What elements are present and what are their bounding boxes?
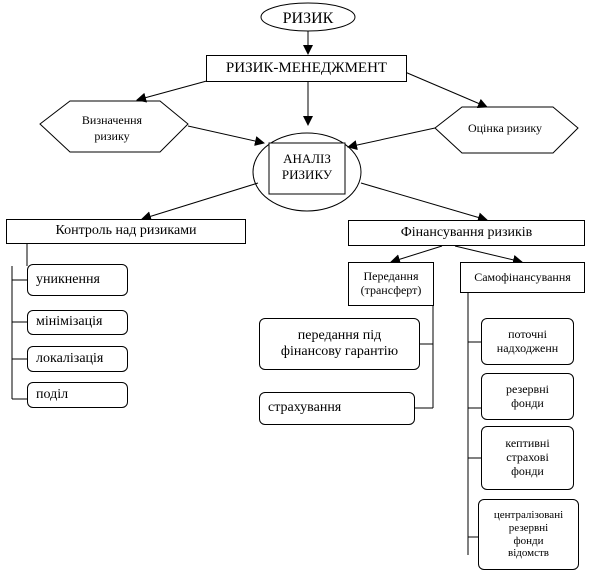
transfer-item-line: страхування [268, 400, 342, 416]
risk-assessment-hexagon [434, 106, 579, 154]
control-method-minimization: мінімізація [27, 310, 128, 335]
transfer-item-line: передання під [297, 327, 382, 343]
risk-label: РИЗИК [283, 10, 334, 27]
risk-management-box: РИЗИК-МЕНЕДЖМЕНТ [206, 55, 407, 82]
risk-identification-label-line2: ризику [94, 129, 129, 143]
self-financing-item-line: централізовані [493, 509, 564, 522]
self-financing-item-line: фонди [511, 463, 544, 478]
transfer-title-line2: (трансферт) [360, 283, 422, 297]
risk-identification-hexagon [39, 100, 189, 153]
arrow-management-to-assessment [404, 71, 488, 109]
self-financing-item-line: надходженн [496, 340, 559, 355]
control-method-label: поділ [36, 386, 69, 402]
self-financing-item-line: відомств [508, 547, 549, 560]
risk-assessment-label: Оцінка ризику [468, 121, 542, 135]
transfer-item-line: фінансову гарантію [280, 344, 399, 359]
self-financing-item-line: фонди [513, 534, 544, 547]
control-method-localization: локалізація [27, 346, 128, 372]
self-financing-item-centralized-funds: централізовані резервні фонди відомств [478, 499, 579, 570]
risk-analysis-label-line2: РИЗИКУ [282, 167, 333, 182]
control-method-avoidance: уникнення [27, 264, 128, 296]
risk-financing-label: Фінансування ризиків [400, 224, 533, 240]
transfer-item-guarantee: передання під фінансову гарантію [259, 318, 420, 370]
self-financing-item-line: резервні [506, 381, 549, 396]
self-financing-item-line: кептивні [505, 436, 550, 451]
self-financing-item-captive-funds: кептивні страхові фонди [481, 426, 574, 490]
self-financing-title: Самофінансування [474, 269, 571, 284]
transfer-box: Передання (трансферт) [348, 262, 434, 306]
self-financing-item-line: поточні [508, 326, 547, 341]
transfer-title-line1: Передання [363, 269, 419, 284]
self-financing-item-line: фонди [511, 395, 544, 410]
arrow-financing-to-self [454, 245, 523, 265]
risk-control-label: Контроль над ризиками [55, 223, 197, 239]
risk-financing-box: Фінансування ризиків [348, 220, 585, 246]
arrow-financing-to-transfer [390, 245, 443, 265]
control-method-label: мінімізація [36, 314, 103, 330]
transfer-item-insurance: страхування [259, 392, 415, 425]
risk-analysis-label-line1: АНАЛІЗ [283, 151, 331, 166]
control-bracket [11, 244, 28, 400]
risk-analysis-box [268, 142, 346, 195]
transfer-bracket [414, 306, 434, 409]
arrow-analysis-to-financing [360, 182, 488, 223]
arrow-identification-to-analysis [187, 125, 265, 146]
self-financing-item-reserve-funds: резервні фонди [481, 373, 574, 420]
self-financing-item-current-income: поточні надходженн [481, 318, 574, 365]
control-method-label: уникнення [36, 271, 100, 287]
risk-control-box: Контроль над ризиками [6, 219, 246, 244]
risk-identification-label-line1: Визначення [82, 113, 143, 127]
self-financing-item-line: резервні [508, 521, 549, 534]
control-method-division: поділ [27, 382, 128, 408]
self-financing-item-line: страхові [506, 450, 549, 465]
arrow-analysis-to-control [141, 182, 259, 222]
arrow-assessment-to-analysis [347, 127, 436, 150]
risk-management-label: РИЗИК-МЕНЕДЖМЕНТ [225, 59, 388, 76]
self-financing-box: Самофінансування [460, 262, 585, 293]
control-method-label: локалізація [36, 350, 104, 366]
self-financing-bracket [467, 293, 481, 555]
